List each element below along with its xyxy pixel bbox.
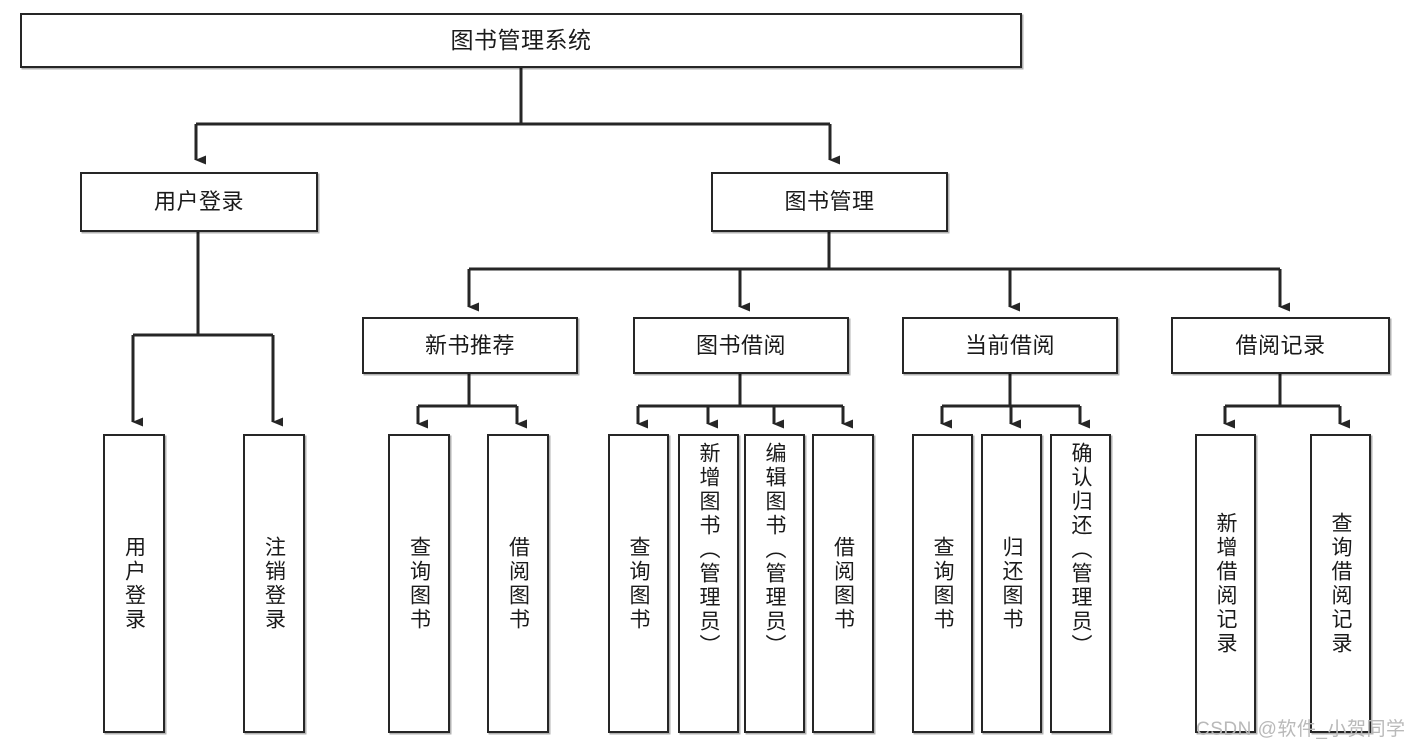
node-book-borrow[interactable]: 图书借阅 <box>633 317 849 374</box>
node-label: 查询图书 <box>931 535 955 632</box>
leaf-query-book-current[interactable]: 查询图书 <box>912 434 973 733</box>
node-label: 归还图书 <box>1000 535 1024 632</box>
node-label: 查询图书 <box>627 535 651 632</box>
node-label: 借阅记录 <box>1235 332 1326 358</box>
leaf-query-book-new-recommend[interactable]: 查询图书 <box>388 434 450 733</box>
leaf-edit-book-admin[interactable]: 编辑图书（管理员） <box>744 434 805 733</box>
node-label: 查询图书 <box>407 535 431 632</box>
leaf-add-borrow-record[interactable]: 新增借阅记录 <box>1195 434 1256 733</box>
node-root-book-management-system[interactable]: 图书管理系统 <box>20 13 1022 68</box>
node-book-manage[interactable]: 图书管理 <box>711 172 948 232</box>
node-borrow-record[interactable]: 借阅记录 <box>1171 317 1390 374</box>
node-label: 借阅图书 <box>506 535 530 632</box>
node-label: 图书管理系统 <box>450 26 592 53</box>
node-label: 借阅图书 <box>831 535 855 632</box>
node-label: 确认归还（管理员） <box>1069 442 1093 658</box>
node-label: 新增借阅记录 <box>1214 511 1238 656</box>
node-label: 当前借阅 <box>964 332 1055 358</box>
csdn-watermark: CSDN @软件_小贺同学 <box>1196 719 1405 740</box>
leaf-add-book-admin[interactable]: 新增图书（管理员） <box>678 434 739 733</box>
leaf-borrow-book-borrow[interactable]: 借阅图书 <box>812 434 874 733</box>
node-user-login[interactable]: 用户登录 <box>80 172 318 232</box>
leaf-query-borrow-record[interactable]: 查询借阅记录 <box>1310 434 1371 733</box>
leaf-logout-login[interactable]: 注销登录 <box>243 434 305 733</box>
node-new-book-recommend[interactable]: 新书推荐 <box>362 317 578 374</box>
node-label: 图书借阅 <box>695 332 786 358</box>
leaf-borrow-book-new-recommend[interactable]: 借阅图书 <box>487 434 549 733</box>
node-current-borrow[interactable]: 当前借阅 <box>902 317 1118 374</box>
leaf-user-login[interactable]: 用户登录 <box>103 434 165 733</box>
node-label: 用户登录 <box>122 535 146 632</box>
node-label: 用户登录 <box>153 189 244 215</box>
node-label: 图书管理 <box>784 189 875 215</box>
node-label: 注销登录 <box>262 535 286 632</box>
leaf-confirm-return-admin[interactable]: 确认归还（管理员） <box>1050 434 1111 733</box>
node-label: 新书推荐 <box>424 332 515 358</box>
leaf-return-book[interactable]: 归还图书 <box>981 434 1042 733</box>
leaf-query-book-borrow[interactable]: 查询图书 <box>608 434 669 733</box>
node-label: 编辑图书（管理员） <box>763 442 787 658</box>
node-label: 查询借阅记录 <box>1329 511 1353 656</box>
node-label: 新增图书（管理员） <box>697 442 721 658</box>
